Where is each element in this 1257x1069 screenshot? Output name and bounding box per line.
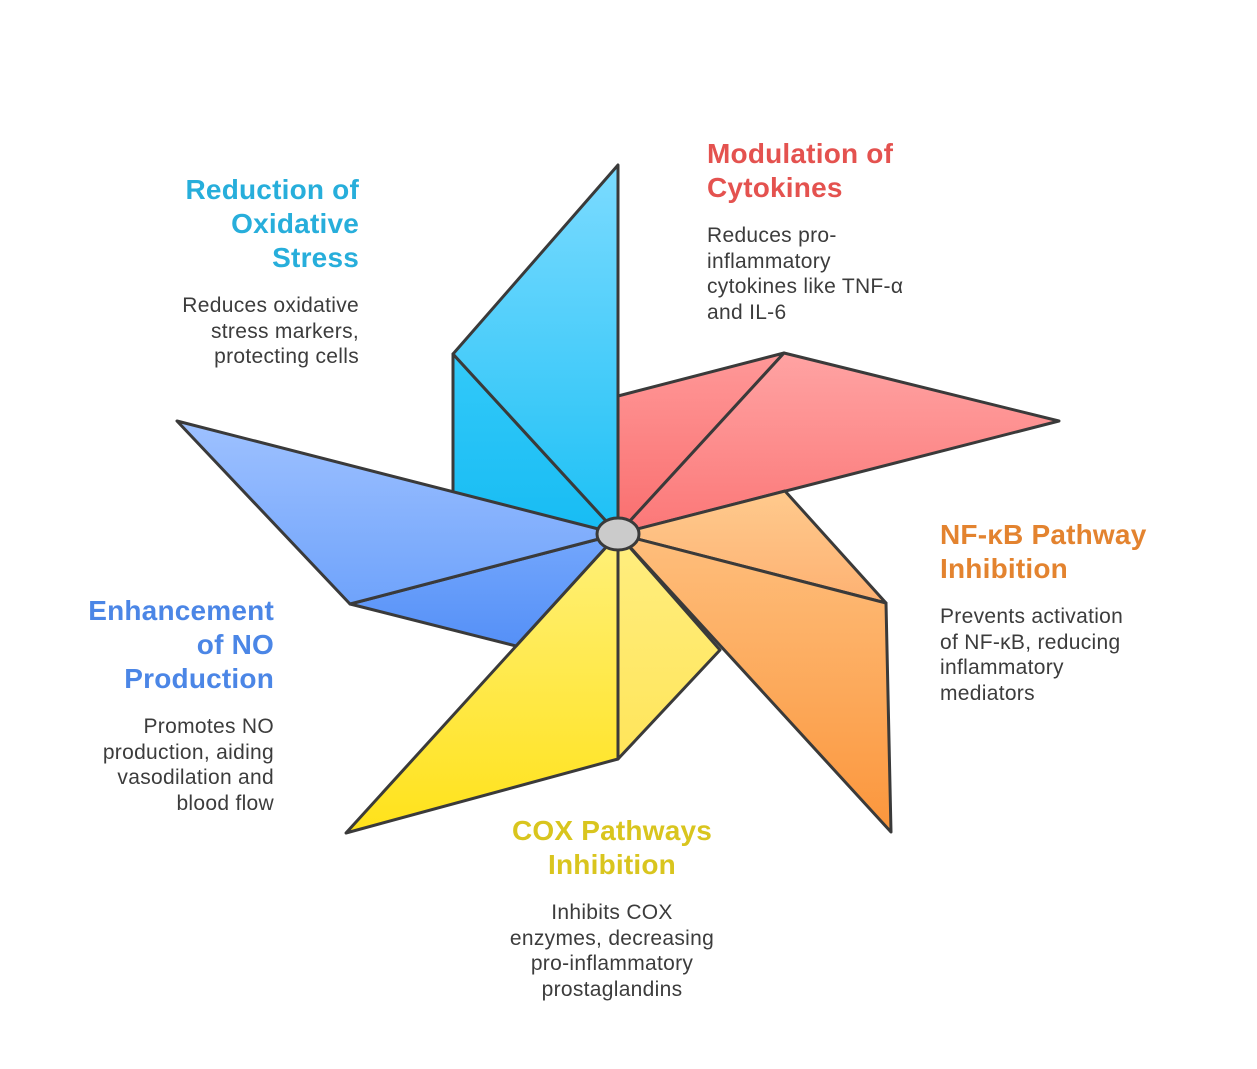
desc-line: cytokines like TNF-α (707, 275, 904, 298)
title-line: Cytokines (707, 172, 843, 203)
blade-nfkb (616, 489, 893, 834)
desc-line: pro-inflammatory (530, 952, 694, 975)
title-line: Production (124, 663, 274, 694)
title-line: NF-κB Pathway (940, 519, 1147, 550)
title-line: Enhancement (88, 595, 274, 626)
section-cox-title: COX Pathways Inhibition (457, 814, 767, 882)
section-oxidative-title: Reduction of Oxidative Stress (39, 173, 359, 275)
desc-line: vasodilation and (117, 766, 274, 789)
title-line: of NO (196, 629, 274, 660)
desc-line: of NF-κB, reducing (940, 630, 1121, 654)
blade-nfkb-outer (616, 532, 893, 834)
desc-line: protecting cells (214, 345, 359, 368)
section-cox: COX Pathways Inhibition Inhibits COX enz… (457, 814, 767, 1002)
section-cytokines: Modulation of Cytokines Reduces pro- inf… (707, 137, 1027, 325)
title-line: Reduction of (185, 174, 359, 205)
desc-line: blood flow (176, 791, 274, 815)
blade-no (175, 419, 620, 648)
section-no-desc: Promotes NO production, aiding vasodilat… (14, 714, 274, 816)
pinwheel-hub (595, 516, 641, 552)
section-oxidative: Reduction of Oxidative Stress Reduces ox… (39, 173, 359, 370)
title-line: Inhibition (548, 849, 676, 880)
desc-line: Inhibits COX (551, 901, 673, 924)
section-nfkb: NF-κB Pathway Inhibition Prevents activa… (940, 518, 1240, 706)
section-cytokines-desc: Reduces pro- inflammatory cytokines like… (707, 223, 1027, 325)
desc-line: Promotes NO (143, 715, 274, 738)
desc-line: mediators (940, 681, 1035, 705)
desc-line: Reduces pro- (707, 224, 837, 247)
section-nfkb-desc: Prevents activation of NF-κB, reducing i… (940, 604, 1240, 706)
desc-line: stress markers, (210, 319, 359, 343)
desc-line: inflammatory (940, 656, 1064, 679)
desc-line: Prevents activation (940, 605, 1124, 628)
section-no-title: Enhancement of NO Production (14, 594, 274, 696)
desc-line: inflammatory (707, 249, 831, 273)
section-oxidative-desc: Reduces oxidative stress markers, protec… (39, 293, 359, 370)
blade-oxidative (451, 163, 620, 536)
blade-cytokines-outer (616, 351, 1061, 536)
blade-cytokines (616, 351, 1061, 536)
title-line: Inhibition (940, 553, 1068, 584)
title-line: COX Pathways (511, 815, 713, 846)
title-line: Stress (272, 242, 359, 273)
section-no: Enhancement of NO Production Promotes NO… (14, 594, 274, 816)
title-line: Oxidative (231, 208, 359, 239)
section-cox-desc: Inhibits COX enzymes, decreasing pro-inf… (457, 900, 767, 1002)
section-cytokines-title: Modulation of Cytokines (707, 137, 1027, 205)
desc-line: prostaglandins (541, 977, 683, 1001)
blade-oxidative-outer (451, 163, 620, 536)
desc-line: enzymes, decreasing (509, 926, 715, 950)
desc-line: Reduces oxidative (182, 294, 359, 317)
title-line: Modulation of (707, 138, 894, 169)
desc-line: production, aiding (102, 740, 274, 764)
desc-line: and IL-6 (707, 300, 787, 324)
blade-no-outer (175, 419, 620, 606)
section-nfkb-title: NF-κB Pathway Inhibition (940, 518, 1240, 586)
